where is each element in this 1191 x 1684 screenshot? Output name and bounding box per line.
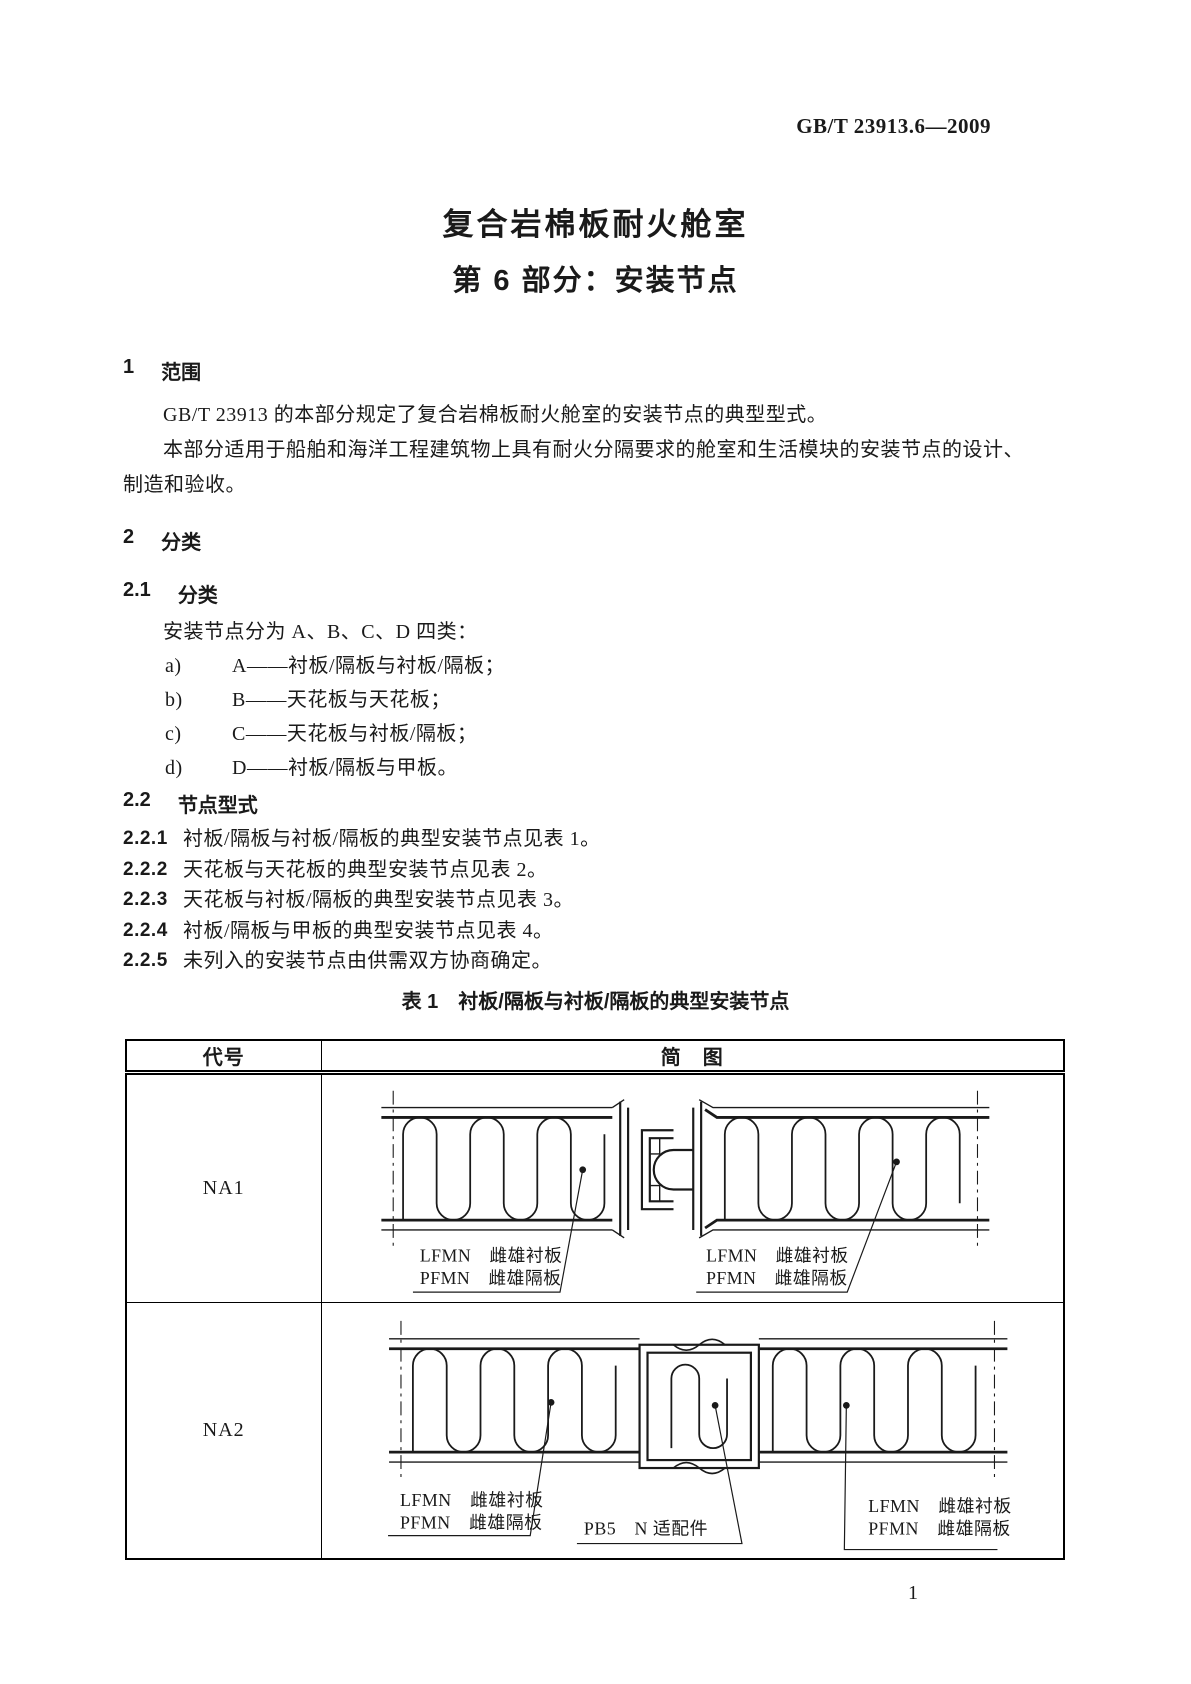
page-number: 1: [908, 1581, 918, 1604]
label-na1-right-2: PFMN 雌雄隔板: [706, 1268, 848, 1288]
section-1-title: 范围: [161, 362, 202, 384]
leader-mid: [576, 1405, 743, 1545]
list-item-c-label: c): [165, 723, 182, 745]
table1: 代号 简 图 NA1: [125, 1038, 1065, 1560]
label-na2-mid: PB5 N 适配件: [583, 1519, 707, 1539]
section-2-number: 2: [123, 526, 135, 548]
table1-header-row: 代号 简 图: [125, 1039, 1065, 1075]
clause-2-2-2-text: 天花板与天花板的典型安装节点见表 2。: [183, 858, 548, 881]
section-2-1-heading: 2.1 分类: [123, 579, 1068, 608]
clause-2-2-5-text: 未列入的安装节点由供需双方协商确定。: [183, 950, 552, 972]
table1-header-code: 代号: [125, 1039, 322, 1075]
clause-2-2-4-text: 衬板/隔板与甲板的典型安装节点见表 4。: [183, 919, 554, 942]
list-item-c: c) C——天花板与衬板/隔板；: [165, 717, 1068, 751]
section-2-1-title: 分类: [177, 585, 218, 607]
joint-profile: [618, 1101, 702, 1236]
label-na2-left-1: LFMN 雌雄衬板: [399, 1490, 543, 1510]
panel-skins-right: [758, 1338, 1007, 1463]
label-na2-left-2: PFMN 雌雄隔板: [399, 1513, 542, 1533]
section-1-heading: 1 范围: [123, 356, 1068, 385]
adapter-box: [637, 1338, 760, 1475]
section-2-1-number: 2.1: [123, 579, 151, 601]
joint-diagram-na1: LFMN 雌雄衬板 PFMN 雌雄隔板 LFMN 雌雄衬板 PFMN 雌雄隔板: [380, 1090, 989, 1293]
clause-2-2-2: 2.2.2 天花板与天花板的典型安装节点见表 2。: [123, 855, 1068, 886]
list-item-b-label: b): [165, 689, 183, 711]
label-na2-right-2: PFMN 雌雄隔板: [868, 1519, 1011, 1539]
wool-loop-adapter: [669, 1363, 728, 1449]
title-line2: 第 6 部分：安装节点: [452, 265, 739, 297]
diagram-cell-na2: LFMN 雌雄衬板 PFMN 雌雄隔板 PB5 N 适配件 LFMN 雌雄衬板 …: [320, 1302, 1065, 1559]
clause-2-2-5: 2.2.5 未列入的安装节点由供需双方协商确定。: [123, 946, 1068, 977]
list-item-d-label: d): [165, 757, 183, 779]
scope-paragraph-2: 本部分适用于船舶和海洋工程建筑物上具有耐火分隔要求的舱室和生活模块的安装节点的设…: [123, 439, 1024, 496]
label-na2-right-1: LFMN 雌雄衬板: [868, 1496, 1012, 1516]
diagram-cell-na1: LFMN 雌雄衬板 PFMN 雌雄隔板 LFMN 雌雄衬板 PFMN 雌雄隔板: [320, 1072, 1065, 1303]
clause-2-2-4-number: 2.2.4: [123, 919, 168, 941]
table1-caption: 表 1 衬板/隔板与衬板/隔板的典型安装节点: [401, 990, 790, 1013]
section-1-number: 1: [123, 356, 135, 378]
list-item-b: b) B——天花板与天花板；: [165, 683, 1068, 717]
leader-left: [387, 1402, 552, 1537]
section-2-2-heading: 2.2 节点型式: [123, 789, 1068, 818]
list-item-b-text: B——天花板与天花板；: [232, 689, 451, 711]
label-na1-left-2: PFMN 雌雄隔板: [419, 1268, 561, 1288]
clause-2-2-4: 2.2.4 衬板/隔板与甲板的典型安装节点见表 4。: [123, 916, 1068, 947]
leader-right: [843, 1405, 997, 1551]
code-na1: NA1: [125, 1072, 322, 1303]
clause-2-2-1: 2.2.1 衬板/隔板与衬板/隔板的典型安装节点见表 1。: [123, 824, 1068, 855]
clause-2-2-1-text: 衬板/隔板与衬板/隔板的典型安装节点见表 1。: [183, 828, 601, 850]
doc-number: GB/T 23913.6—2009: [796, 114, 991, 138]
section-2-title: 分类: [161, 532, 202, 554]
panel-skins-right: [698, 1099, 989, 1239]
wool-loops-right: [771, 1347, 976, 1454]
wool-loops-right: [723, 1116, 961, 1221]
panel-skins-left: [380, 1099, 625, 1239]
leader-dot-left: [578, 1166, 586, 1174]
document-title: 复合岩棉板耐火舱室 第 6 部分：安装节点: [0, 199, 1191, 299]
list-item-d-text: D——衬板/隔板与甲板。: [232, 757, 458, 779]
table-row-na2: NA2: [125, 1302, 1065, 1559]
clause-list: 2.2.1 衬板/隔板与衬板/隔板的典型安装节点见表 1。 2.2.2 天花板与…: [123, 824, 1068, 977]
classification-intro: 安装节点分为 A、B、C、D 四类：: [163, 621, 478, 643]
clause-2-2-2-number: 2.2.2: [123, 858, 168, 880]
list-item-d: d) D——衬板/隔板与甲板。: [165, 751, 1068, 785]
code-na2: NA2: [125, 1302, 322, 1559]
title-line1: 复合岩棉板耐火舱室: [442, 207, 749, 242]
table-row-na1: NA1: [125, 1072, 1065, 1303]
clause-2-2-1-number: 2.2.1: [123, 828, 168, 849]
label-na1-left-1: LFMN 雌雄衬板: [419, 1246, 562, 1266]
section-2-2-number: 2.2: [123, 789, 151, 811]
list-item-c-text: C——天花板与衬板/隔板；: [232, 723, 478, 745]
clause-2-2-3: 2.2.3 天花板与衬板/隔板的典型安装节点见表 3。: [123, 885, 1068, 916]
wool-loops-left: [401, 1116, 605, 1221]
scope-paragraph-1: GB/T 23913 的本部分规定了复合岩棉板耐火舱室的安装节点的典型型式。: [163, 404, 828, 426]
clause-2-2-3-text: 天花板与衬板/隔板的典型安装节点见表 3。: [183, 889, 575, 911]
list-item-a: a) A——衬板/隔板与衬板/隔板；: [165, 649, 1068, 683]
label-na1-right-1: LFMN 雌雄衬板: [706, 1246, 849, 1266]
list-item-a-text: A——衬板/隔板与衬板/隔板；: [232, 655, 506, 677]
leader-right: [695, 1161, 897, 1293]
section-2-heading: 2 分类: [123, 526, 1068, 555]
table1-header-diagram: 简 图: [320, 1039, 1065, 1075]
joint-diagram-na2: LFMN 雌雄衬板 PFMN 雌雄隔板 PB5 N 适配件 LFMN 雌雄衬板 …: [387, 1320, 1012, 1551]
section-2-2-title: 节点型式: [177, 795, 258, 817]
clause-2-2-3-number: 2.2.3: [123, 889, 168, 910]
wool-loops-left: [411, 1347, 617, 1454]
clause-2-2-5-number: 2.2.5: [123, 950, 168, 971]
leader-left: [412, 1169, 583, 1293]
list-item-a-label: a): [165, 655, 182, 677]
content: 1 范围 GB/T 23913 的本部分规定了复合岩棉板耐火舱室的安装节点的典型…: [123, 356, 1068, 1605]
